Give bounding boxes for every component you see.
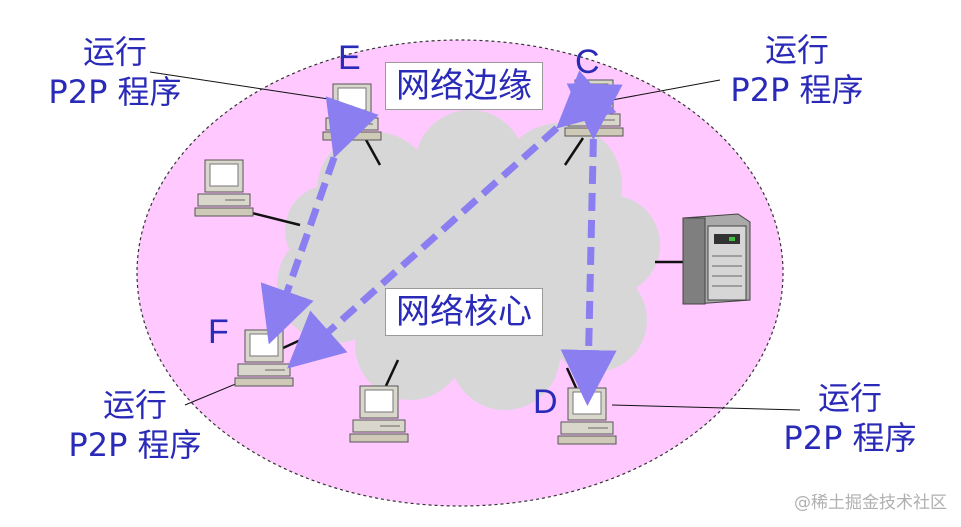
network-edge-label: 网络边缘 [385,62,543,110]
node-label-c: C [575,43,600,81]
callout-bottom-left: 运行 P2P 程序 [50,385,220,465]
arrow-c-f [287,70,617,369]
server-icon [682,213,751,305]
callout-line2: P2P 程序 [730,71,864,109]
node-label-e: E [338,39,361,77]
callout-line2: P2P 程序 [783,419,917,457]
callout-line2: P2P 程序 [68,426,202,464]
network-core-label: 网络核心 [385,288,543,336]
callout-line1: 运行 [817,379,882,417]
callout-bottom-right: 运行 P2P 程序 [765,378,935,458]
callout-line2: P2P 程序 [48,73,182,111]
node-label-f: F [208,313,229,351]
callout-line1: 运行 [764,31,829,69]
node-label-d: D [533,383,558,421]
callout-line1: 运行 [82,33,147,71]
p2p-connections [260,70,623,406]
callout-top-right: 运行 P2P 程序 [712,30,882,110]
arrow-c-d [560,83,623,406]
callout-line1: 运行 [102,386,167,424]
watermark: @稀土掘金技术社区 [794,493,947,513]
callout-top-left: 运行 P2P 程序 [30,32,200,112]
